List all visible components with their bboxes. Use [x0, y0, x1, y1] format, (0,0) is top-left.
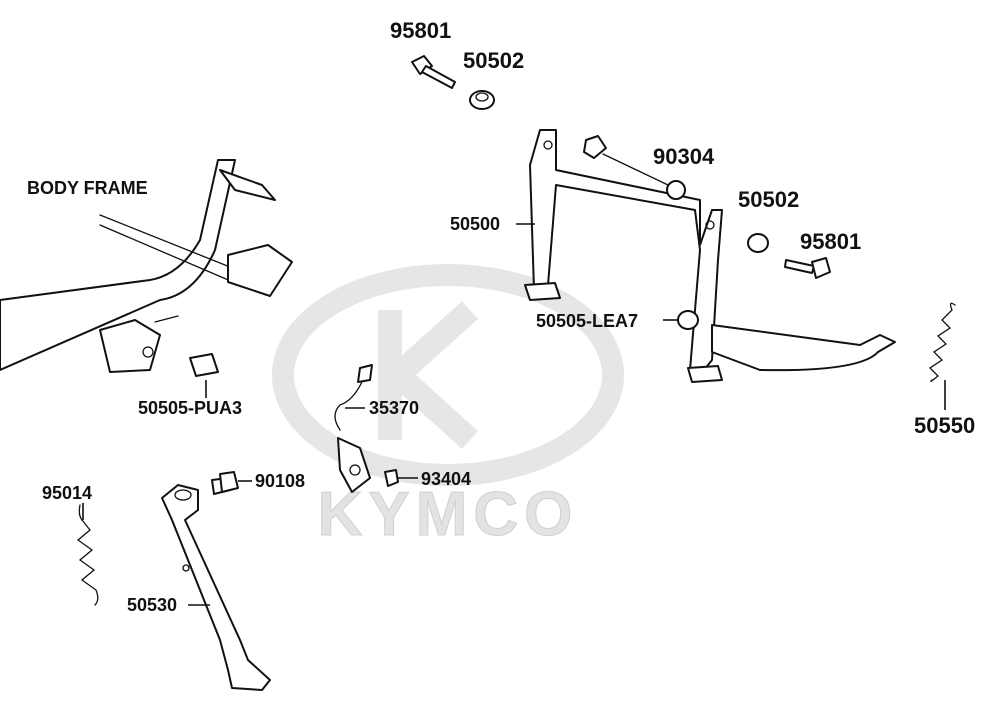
side-stand-50530 — [161, 484, 271, 691]
side-stand-switch-35370 — [334, 364, 373, 493]
label-90108: 90108 — [255, 471, 305, 491]
label-50500: 50500 — [450, 214, 500, 234]
bolt-90108 — [211, 471, 239, 495]
label-50505-lea7: 50505-LEA7 — [536, 311, 638, 331]
body-frame-drawing — [0, 159, 293, 373]
label-50505-pua3: 50505-PUA3 — [138, 398, 242, 418]
label-95801-right: 95801 — [800, 229, 861, 254]
kymco-watermark-text: KYMCO — [318, 480, 579, 549]
bolt-95801-right — [784, 257, 831, 279]
label-50530: 50530 — [127, 595, 177, 615]
nut-90304 — [583, 135, 686, 200]
rubber-stop-pua3 — [189, 353, 219, 377]
spring-50550 — [928, 302, 956, 382]
label-50502-right: 50502 — [738, 187, 799, 212]
label-50550: 50550 — [914, 413, 975, 438]
bolt-95801-top — [411, 55, 456, 89]
collar-50502-top — [469, 90, 495, 110]
label-93404: 93404 — [421, 469, 471, 489]
label-95014: 95014 — [42, 483, 92, 503]
label-95801-top: 95801 — [390, 18, 451, 43]
collar-50502-right — [747, 233, 769, 253]
main-stand-drawing — [524, 129, 896, 383]
label-body-frame: BODY FRAME — [27, 178, 148, 198]
kymco-watermark-logo: KYMCO — [272, 264, 624, 550]
screw-93404 — [384, 469, 399, 487]
label-35370: 35370 — [369, 398, 419, 418]
label-50502-top: 50502 — [463, 48, 524, 73]
label-90304: 90304 — [653, 144, 715, 169]
spring-95014 — [76, 504, 99, 606]
